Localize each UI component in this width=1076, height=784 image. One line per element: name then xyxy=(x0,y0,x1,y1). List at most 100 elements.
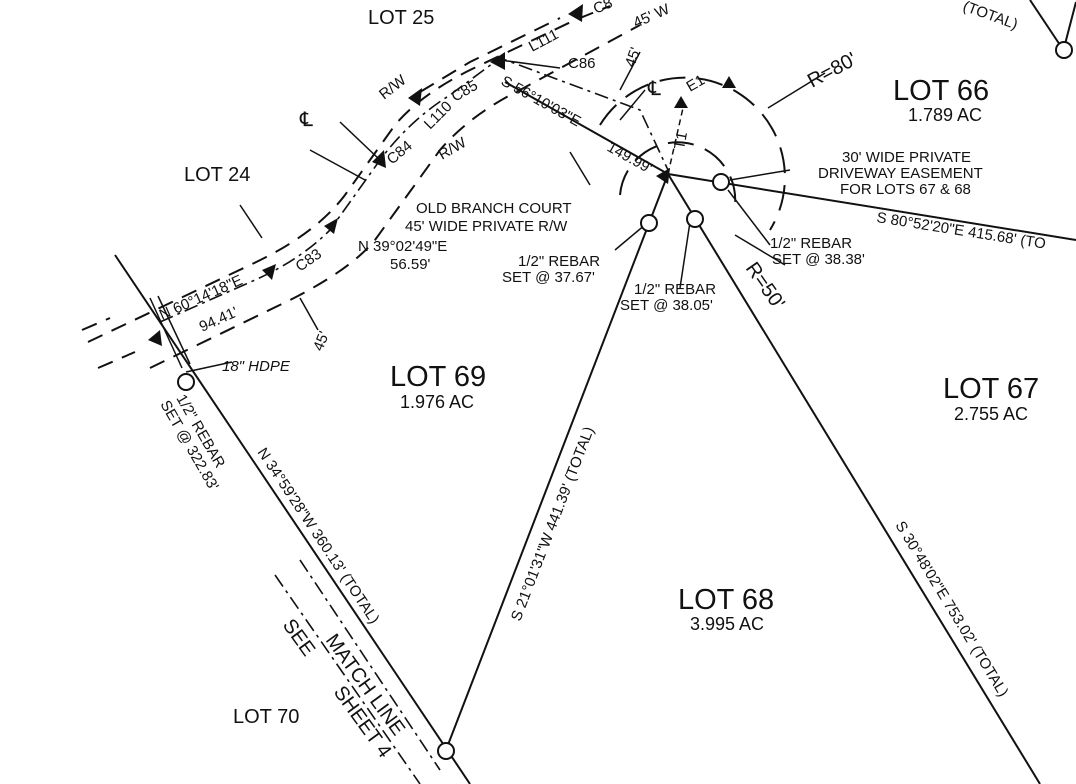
pipe-line-a xyxy=(149,297,183,369)
rebar-pin-322 xyxy=(177,373,195,391)
course-s30: S 30°48'02"E 753.02' (TOTAL) xyxy=(892,518,1012,700)
leader-road xyxy=(569,151,591,186)
property-lines xyxy=(114,0,1076,784)
width-45-top: 45' W xyxy=(631,0,673,31)
rebar2-line2: SET @ 38.05' xyxy=(620,297,713,314)
row-extra-edge xyxy=(81,317,111,331)
curve-c87: C8 xyxy=(591,0,615,18)
lot-68-label: LOT 68 xyxy=(678,584,774,616)
line-s21-lot69-lot68 xyxy=(445,173,669,751)
width-45-b: 45' xyxy=(310,329,333,354)
line-top-right xyxy=(1029,0,1063,49)
arrow-c83b xyxy=(262,264,276,280)
arrow-c87 xyxy=(568,4,583,22)
leader-cl xyxy=(619,89,646,121)
arrow-n60 xyxy=(148,330,162,346)
course-n39: N 39°02'49"E xyxy=(358,238,447,255)
row-extra-edge-2 xyxy=(97,351,136,369)
row-outer-edge xyxy=(87,5,611,343)
curve-c85: C85 xyxy=(449,77,481,105)
lot-66-area: 1.789 AC xyxy=(908,105,982,125)
line-s30-lot68-lot67 xyxy=(667,173,1041,784)
pipe-label: 18" HDPE xyxy=(222,358,291,375)
lot-24-label: LOT 24 xyxy=(184,164,250,186)
width-45-c: 45' xyxy=(622,45,645,69)
rebar-pin-38a xyxy=(686,210,704,228)
course-n34: N 34°59'28"W 360.13' (TOTAL) xyxy=(254,445,383,627)
rw-label-2: R/W xyxy=(436,134,470,164)
leader-easement xyxy=(729,169,791,181)
direction-marks xyxy=(148,4,736,346)
easement-line1: 30' WIDE PRIVATE xyxy=(842,149,971,166)
course-s80: S 80°52'20"E 415.68' (TO xyxy=(875,209,1047,253)
lot-67-area: 2.755 AC xyxy=(954,404,1028,424)
centerline-symbol-2: ℄ xyxy=(299,109,313,131)
lot-68-area: 3.995 AC xyxy=(690,614,764,634)
line-s80-lot66-lot67 xyxy=(667,173,1076,241)
match-line-marks xyxy=(274,559,441,784)
match-line-dash xyxy=(274,574,421,784)
match-line-dash-2 xyxy=(299,559,441,771)
rebar-pin-south xyxy=(437,742,455,760)
easement-line3: FOR LOTS 67 & 68 xyxy=(840,181,971,198)
lot-labels: LOT 25 LOT 24 LOT 66 1.789 AC LOT 69 1.9… xyxy=(184,7,1039,728)
lot-69-area: 1.976 AC xyxy=(400,392,474,412)
row-inner-edge xyxy=(149,24,641,369)
leader-45-b xyxy=(299,297,319,331)
line-s56-front xyxy=(504,81,669,175)
lot-70-label: LOT 70 xyxy=(233,706,299,728)
course-n60-dist: 94.41' xyxy=(197,304,241,336)
leader-lines xyxy=(185,51,826,373)
leader-45-a xyxy=(239,204,263,239)
course-s56-dist: 149.99' xyxy=(604,139,655,178)
leader-rebar1 xyxy=(614,223,647,251)
course-s21: S 21°01'31"W 441.39' (TOTAL) xyxy=(508,424,598,623)
arrow-c85 xyxy=(490,52,505,70)
line-l110: L110 xyxy=(421,98,456,133)
arrow-r80 xyxy=(722,76,736,88)
rebar-pin-37 xyxy=(640,214,658,232)
leader-45-c xyxy=(619,51,641,91)
lot-69-label: LOT 69 xyxy=(390,361,486,393)
arrow-pc xyxy=(656,168,670,184)
arrow-l110 xyxy=(408,88,422,106)
course-n39-dist: 56.59' xyxy=(390,256,431,273)
rebar2-line1: 1/2" REBAR xyxy=(634,281,716,298)
rebar3-line2: SET @ 38.38' xyxy=(772,251,865,268)
arc-r80 xyxy=(599,76,786,231)
rebar1-line2: SET @ 37.67' xyxy=(502,269,595,286)
course-s56: S 56°10'03"E xyxy=(498,73,584,131)
leader-rebar3 xyxy=(727,189,771,246)
curve-c86: C86 xyxy=(568,55,596,72)
rebar-pins xyxy=(177,41,1073,760)
leader-hdpe xyxy=(185,361,233,373)
centerline-symbol: ℄ xyxy=(647,78,661,100)
road-name: OLD BRANCH COURT xyxy=(416,200,572,217)
rebar3-line1: 1/2" REBAR xyxy=(770,235,852,252)
arrow-c84 xyxy=(372,150,386,168)
rw-label-1: R/W xyxy=(376,71,410,103)
leader-r80 xyxy=(767,72,826,109)
leader-cl2 xyxy=(309,149,366,181)
pipe-line-b xyxy=(157,295,191,365)
lot-66-label: LOT 66 xyxy=(893,75,989,107)
leader-r50 xyxy=(734,234,786,266)
leader-rebar2 xyxy=(679,221,691,289)
lot-25-label: LOT 25 xyxy=(368,7,434,29)
rebar-pin-38b xyxy=(712,173,730,191)
arrow-e1 xyxy=(674,96,688,108)
arrow-c83a xyxy=(324,218,338,234)
easement-line2: DRIVEWAY EASEMENT xyxy=(818,165,983,182)
rebar1-line1: 1/2" REBAR xyxy=(518,253,600,270)
leader-rw xyxy=(339,121,381,161)
line-top-right-2 xyxy=(1063,1,1076,49)
curve-c84: C84 xyxy=(384,137,416,168)
label-e1: E1 xyxy=(684,72,708,96)
tie-line-t1 xyxy=(667,107,684,175)
match-line-label: MATCH LINE SEE SHEET 4 xyxy=(278,615,409,762)
lot-67-label: LOT 67 xyxy=(943,373,1039,405)
annotations: R/W R/W ℄ ℄ 45' 45' 45' W R=80' R=50' OL… xyxy=(222,0,983,375)
curve-c83: C83 xyxy=(293,246,325,276)
course-total-top: (TOTAL) xyxy=(961,0,1020,33)
